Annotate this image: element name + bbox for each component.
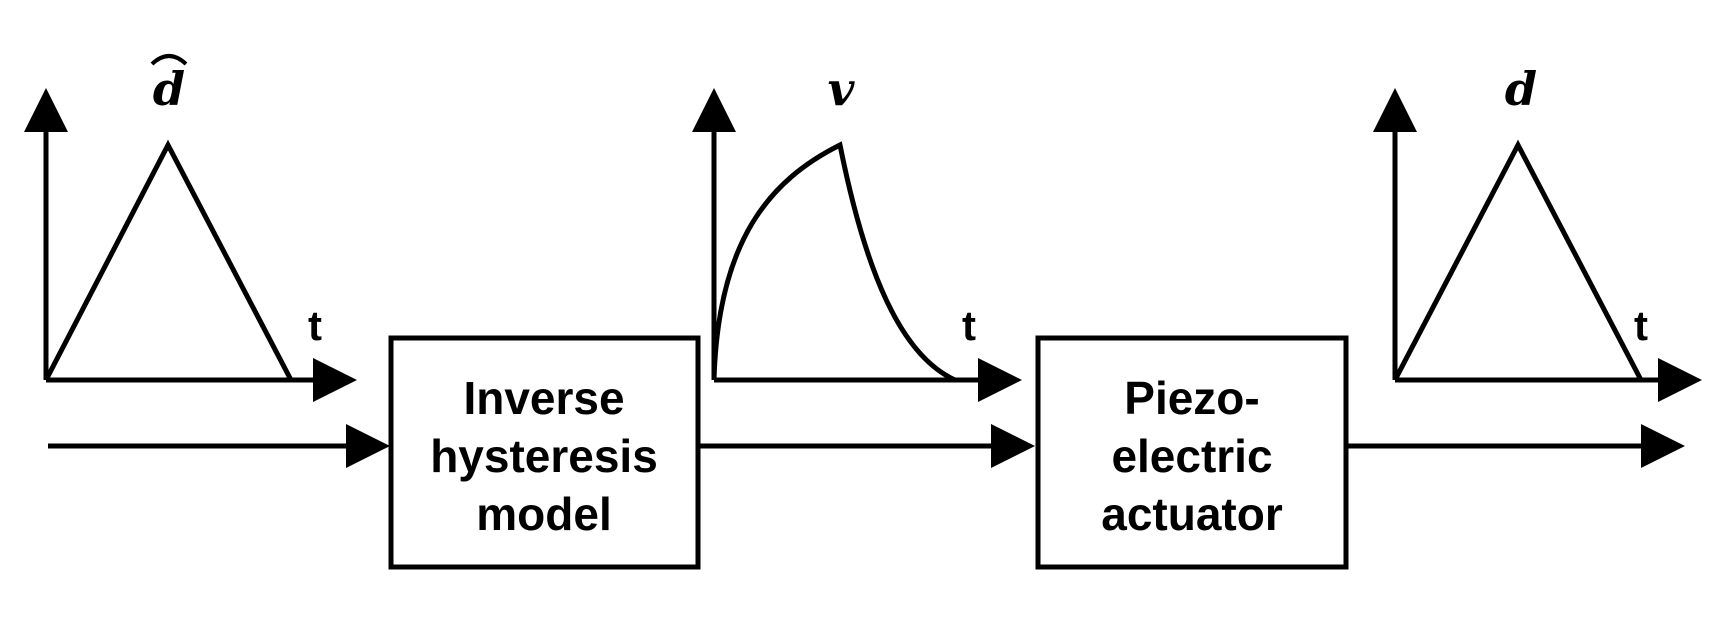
x-axis-arrowhead xyxy=(313,358,357,402)
y-axis-arrowhead xyxy=(692,88,736,132)
input-signal-plot: d t xyxy=(24,54,357,402)
piezoelectric-actuator-block: Piezo- electric actuator xyxy=(1035,335,1349,570)
input-arrowhead xyxy=(346,424,390,468)
inverse-hysteresis-model-block: Inverse hysteresis model xyxy=(388,335,701,570)
block-frame xyxy=(1035,335,1349,570)
control-signal-plot: v t xyxy=(692,62,1022,402)
y-axis-arrowhead xyxy=(24,88,68,132)
block-label-line1: Piezo- xyxy=(1124,372,1259,424)
hat-accent xyxy=(150,54,188,66)
y-axis-arrowhead xyxy=(1373,88,1417,132)
x-axis-arrowhead xyxy=(978,358,1022,402)
hysteresis-compensated-waveform xyxy=(711,141,957,383)
block-label-line2: electric xyxy=(1111,430,1272,482)
block-frame xyxy=(388,335,701,570)
x-axis-arrowhead xyxy=(1658,358,1702,402)
block-label-line1: Inverse xyxy=(463,372,624,424)
time-axis-label: t xyxy=(1634,302,1648,349)
middle-arrowhead xyxy=(991,424,1035,468)
time-axis-label: t xyxy=(308,302,322,349)
signal-label-v: v xyxy=(828,62,856,116)
triangle-waveform xyxy=(43,139,294,382)
block-label-line3: model xyxy=(476,488,611,540)
signal-label-d: d xyxy=(1505,62,1537,116)
triangle-waveform xyxy=(1392,139,1644,382)
signal-label-d-hat: d xyxy=(153,62,185,116)
block-label-line2: hysteresis xyxy=(430,430,658,482)
block-label-line3: actuator xyxy=(1101,488,1283,540)
time-axis-label: t xyxy=(962,302,976,349)
output-arrowhead xyxy=(1641,424,1685,468)
signal-flow xyxy=(48,424,1685,468)
output-signal-plot: d t xyxy=(1373,62,1702,402)
